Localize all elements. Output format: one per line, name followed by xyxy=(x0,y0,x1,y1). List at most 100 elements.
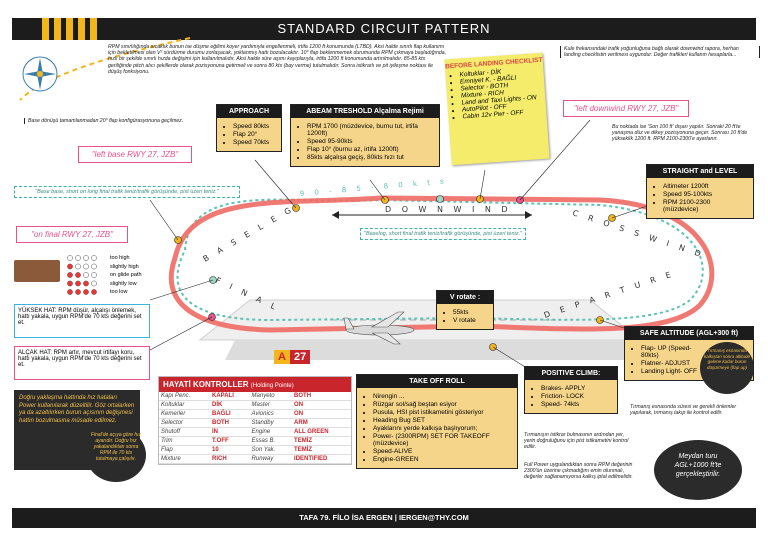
takeoff-item: Rüzgar sol/sağ beştan esiyor xyxy=(373,401,511,408)
compass-icon xyxy=(22,56,58,92)
high-line-note: YÜKSEK HAT: RPM düşür, alçalışı önlemek,… xyxy=(14,304,150,338)
title-bar: STANDARD CIRCUIT PATTERN xyxy=(12,18,756,40)
aircraft-icon xyxy=(343,311,415,345)
safe-note: Tırmanış esnasında kalkıştan sonra altit… xyxy=(700,342,754,394)
check-item: Engine xyxy=(249,427,293,437)
vrotate-box: V rotate : 55kts V rotate xyxy=(436,290,494,330)
check-value: KAPALI xyxy=(209,392,250,401)
straight-item: Altimeter 1200ft xyxy=(663,183,747,190)
abeam-title: ABEAM TRESHOLD Alçalma Rejimi xyxy=(291,105,439,118)
takeoff-item: Pusula, HSI pist istikametini gösteriyor xyxy=(373,409,511,416)
vital-checks-table: HAYATİ KONTROLLER (Holding Pointe) Kapı … xyxy=(158,376,352,465)
callout-on-final: "on final RWY 27, JZB" xyxy=(16,226,128,243)
takeoff-item: Power- (2300RPM) SET FOR TAKEOFF (müzdev… xyxy=(373,433,511,447)
check-value: T.OFF xyxy=(209,436,250,446)
leader-lines xyxy=(149,119,651,371)
takeoff-item: Nirengin ... xyxy=(373,393,511,400)
page-title: STANDARD CIRCUIT PATTERN xyxy=(277,21,491,36)
approach-box: APPROACH Speed 80kts Flap 20° Speed 70kt… xyxy=(216,104,282,152)
vrotate-title: V rotate : xyxy=(437,291,493,304)
abeam-item: 85kts alçalışa geçiş, 80kts hızı tut xyxy=(307,154,433,161)
positive-climb-title: POSITIVE CLIMB: xyxy=(525,367,617,380)
straight-level-title: STRAIGHT and LEVEL xyxy=(647,165,753,178)
check-value: DİK xyxy=(209,400,250,410)
glide-dots xyxy=(67,255,97,295)
climb-item: Speed- 74kts xyxy=(541,401,611,408)
runway-sign: A 27 xyxy=(274,350,311,364)
circuit-path xyxy=(168,195,715,333)
approach-item: Speed 80kts xyxy=(233,123,275,130)
check-value: IN xyxy=(209,427,250,437)
check-value: IDENTIFIED xyxy=(292,454,351,464)
go-around-note: Meydan turu AGL+1000 ft'te gerçekleştiri… xyxy=(654,440,742,500)
fullpower-note: Full Power uygulandıktan sonra RPM değer… xyxy=(524,462,633,481)
label-downwind: D O W N W I N D xyxy=(385,205,512,214)
check-value: ARM xyxy=(292,418,351,428)
straight-item: Speed 95-100kts xyxy=(663,191,747,198)
check-item: Kemerler xyxy=(159,409,210,419)
runway-letter: A xyxy=(274,350,290,364)
check-item: Essas B. xyxy=(249,436,293,446)
glide-label: too high xyxy=(110,255,130,261)
callout-left-downwind: "left downwind RWY 27, JZB" xyxy=(563,100,689,117)
right-note: Kule frekansındaki trafik yoğunluğuna ba… xyxy=(560,46,760,59)
takeoff-item: Ayaklarını yerde kalkışa başlıyorum; xyxy=(373,425,511,432)
check-value: BOTH xyxy=(209,418,250,428)
vrotate-item: V rotate xyxy=(453,317,487,324)
check-item: Manyeto xyxy=(249,392,293,401)
glide-label: too low xyxy=(110,289,128,295)
safe-altitude-title: SAFE ALTITUDE (AGL+300 ft) xyxy=(625,327,753,340)
check-value: ON xyxy=(292,409,351,419)
vital-checks-subtitle: (Holding Pointe) xyxy=(250,383,294,389)
climb-item: Brakes- APPLY xyxy=(541,385,611,392)
check-value: BOTH xyxy=(292,392,351,401)
label-departure: D E P A R T U R E xyxy=(543,269,676,320)
low-line-note: ALÇAK HAT: RPM artır, mevcut irtifayı ko… xyxy=(14,346,150,380)
approach-item: Speed 70kts xyxy=(233,139,275,146)
glide-path-indicator: too high slightly high on glide path sli… xyxy=(14,254,164,298)
takeoff-item: Heading Bug SET xyxy=(373,417,511,424)
glide-label: slightly high xyxy=(110,263,139,270)
glide-label: on glide path xyxy=(110,272,142,278)
label-speed: 9 0 - 8 5 - 8 0 k t s xyxy=(299,177,448,198)
check-value: TEMİZ xyxy=(292,436,351,446)
runway-edge xyxy=(225,340,650,360)
check-item: Trim xyxy=(159,436,210,446)
climb-note: Tırmanışın istikrar bulmasının ardından … xyxy=(524,432,629,451)
before-landing-checklist: BEFORE LANDING CHECKLIST Koltuklar - DİK… xyxy=(444,52,550,166)
papi-lights-icon xyxy=(14,260,60,282)
takeoff-roll-box: TAKE OFF ROLL Nirengin ... Rüzgar sol/sa… xyxy=(356,374,518,469)
check-item: Selector xyxy=(159,418,210,428)
abeam-box: ABEAM TRESHOLD Alçalma Rejimi RPM 1700 (… xyxy=(290,104,440,167)
vrotate-item: 55kts xyxy=(453,309,487,316)
abeam-item: Speed 95-90kts xyxy=(307,138,433,145)
safe-item: Flap- UP (Speed-80kts) xyxy=(641,345,697,359)
intro-note: Base dönüşü tamamlanmadan 20° flap konfi… xyxy=(24,118,222,125)
callout-downwind-teal: "Baselog, short final trafik teniz/trafi… xyxy=(360,228,526,240)
check-item: Shutoff xyxy=(159,427,210,437)
check-item: Standby xyxy=(249,418,293,428)
straight-level-box: STRAIGHT and LEVEL Altimeter 1200ft Spee… xyxy=(646,164,754,219)
approach-item: Flap 20° xyxy=(233,131,275,138)
takeoff-item: Engine-GREEN xyxy=(373,456,511,463)
check-value: ALL GREEN xyxy=(292,427,351,437)
abeam-item: RPM 1700 (müzdevice, burnu tut, irtifa 1… xyxy=(307,123,433,137)
footer-bar: TAFA 79. FİLO İSA ERGEN | IERGEN@THY.COM xyxy=(12,508,756,528)
check-item: Kapı Penc. xyxy=(159,392,210,401)
check-value: RICH xyxy=(209,454,250,464)
takeoff-title: TAKE OFF ROLL xyxy=(357,375,517,388)
check-value: 10 xyxy=(209,445,250,455)
check-item: Flap xyxy=(159,445,210,455)
top-dash xyxy=(19,37,191,101)
climb-item: Friction- LOCK xyxy=(541,393,611,400)
straight-item: RPM 2100-2300 (müzdevice) xyxy=(663,199,747,213)
